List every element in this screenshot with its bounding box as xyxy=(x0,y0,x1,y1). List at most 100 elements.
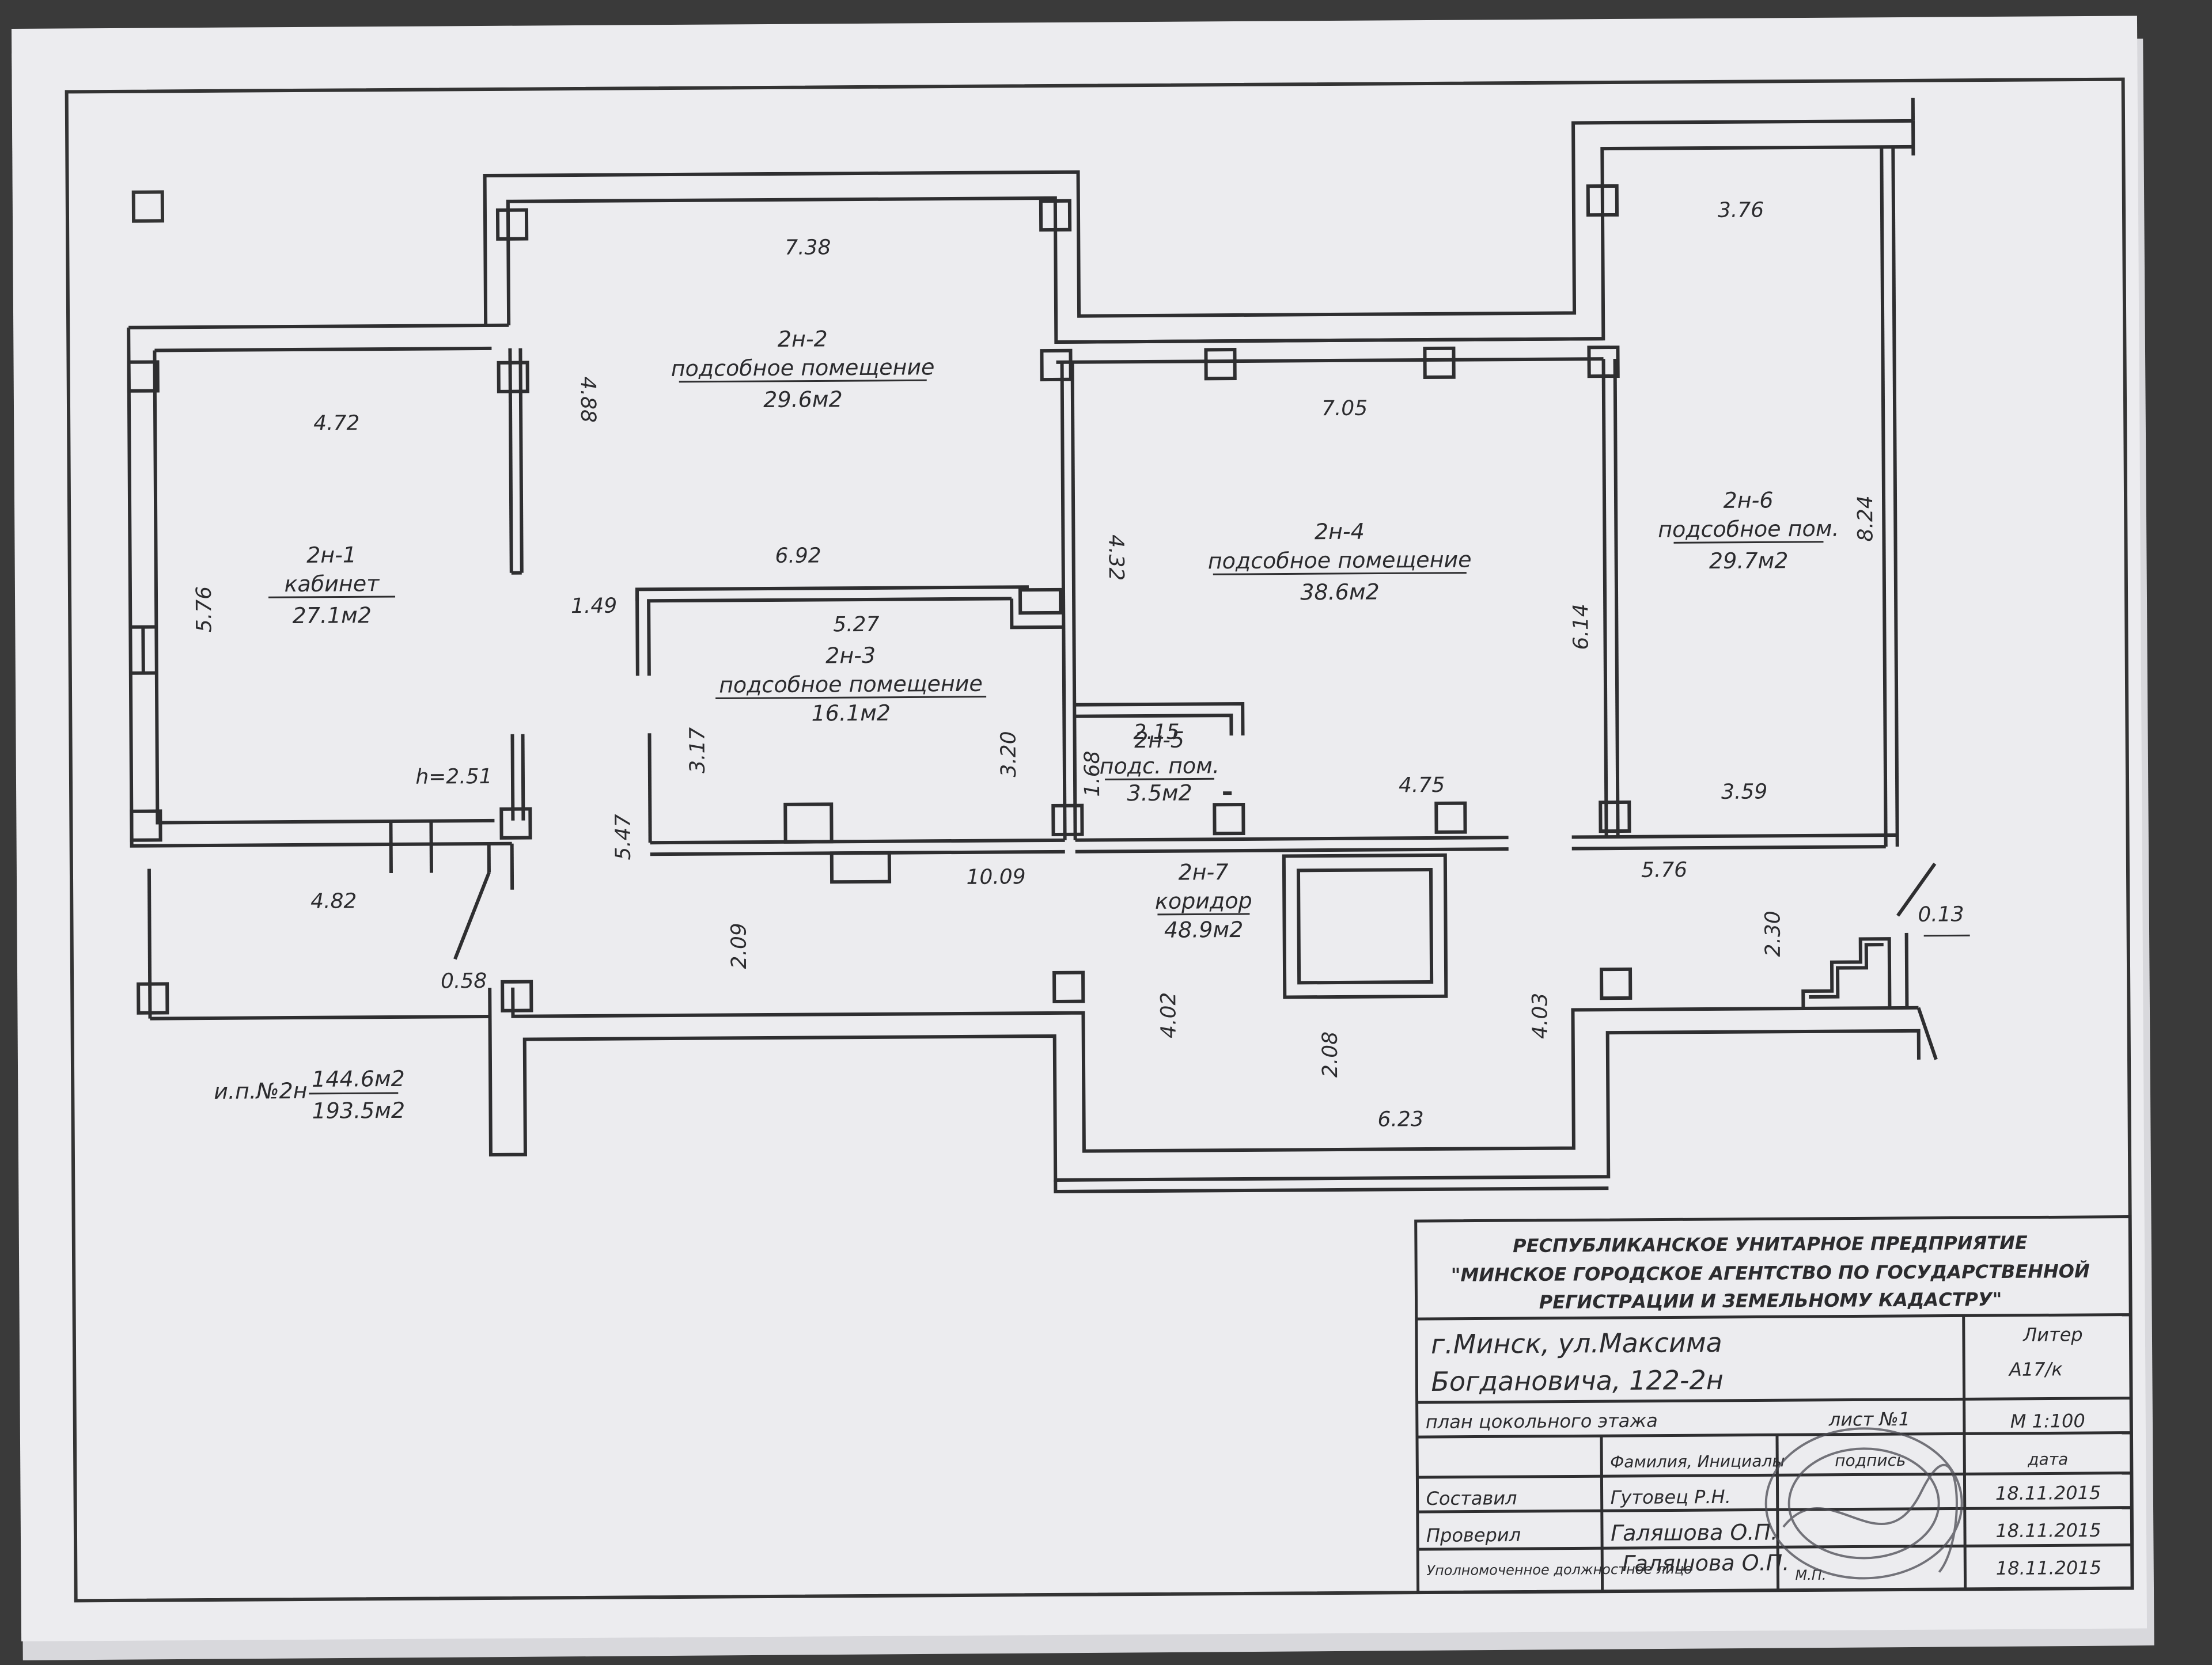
dim-label: 8.24 xyxy=(1854,495,1877,541)
column xyxy=(1423,346,1456,380)
columns xyxy=(127,184,1633,1015)
wall xyxy=(1056,337,1604,344)
row-1-role: Составил xyxy=(1426,1487,1517,1510)
dim-label: 0.13 xyxy=(1918,902,1964,926)
walls xyxy=(127,97,1938,1193)
duct xyxy=(830,851,892,884)
dim-label: 3.17 xyxy=(685,727,709,773)
org-line-1: РЕСПУБЛИКАНСКОЕ УНИТАРНОЕ ПРЕДПРИЯТИЕ xyxy=(1513,1232,2028,1257)
wall xyxy=(1916,1007,1938,1060)
room-5-area: 3.5м2 xyxy=(1127,780,1192,806)
title-block-frame xyxy=(1414,1215,2134,1594)
room-1-area: 27.1м2 xyxy=(292,602,372,628)
room-7-area: 48.9м2 xyxy=(1164,917,1244,943)
room-7-name: коридор xyxy=(1155,888,1252,914)
wall xyxy=(1601,359,1608,837)
liter-label: Литер xyxy=(2022,1323,2083,1346)
dim-label: 3.76 xyxy=(1718,198,1764,222)
org-line-3: РЕГИСТРАЦИИ И ЗЕМЕЛЬНОМУ КАДАСТРУ" xyxy=(1539,1288,2002,1313)
dim-label: 5.76 xyxy=(192,586,216,632)
address-line-2: Богдановича, 122-2н xyxy=(1431,1364,1724,1397)
scale: М 1:100 xyxy=(2010,1410,2085,1432)
dim-label: 4.75 xyxy=(1399,773,1445,797)
dim-label: 4.88 xyxy=(576,377,600,423)
column xyxy=(130,809,162,842)
dim-label: 4.02 xyxy=(1157,992,1180,1038)
dim-label: 7.38 xyxy=(785,236,831,259)
duct xyxy=(1018,587,1063,615)
liter-value: А17/к xyxy=(2008,1358,2063,1380)
column xyxy=(127,360,160,393)
dim-label: 5.76 xyxy=(1641,858,1687,882)
dim-label: h=2.51 xyxy=(415,765,492,789)
dim-label: 2.09 xyxy=(728,923,751,969)
dim-label: 6.14 xyxy=(1569,604,1593,650)
dim-label: 2.30 xyxy=(1761,911,1785,957)
room-2-area: 29.6м2 xyxy=(763,386,843,412)
room-5-name: подс. пом. xyxy=(1100,753,1220,779)
column xyxy=(1204,348,1237,381)
column xyxy=(1599,800,1631,833)
dim-label: 1.49 xyxy=(571,594,617,618)
sheet-label: лист №1 xyxy=(1828,1408,1911,1431)
room-2-name: подсобное помещение xyxy=(671,354,935,381)
dim-label: 6.92 xyxy=(775,544,821,567)
wall xyxy=(483,119,1914,325)
room-3-name: подсобное помещение xyxy=(719,671,983,698)
dim-label: 4.32 xyxy=(1104,534,1127,581)
column xyxy=(1587,345,1620,378)
dim-label: 5.27 xyxy=(833,613,880,636)
column xyxy=(1213,802,1245,836)
totals-area-2: 193.5м2 xyxy=(312,1098,405,1124)
room-1-id: 2н-1 xyxy=(306,542,357,568)
column xyxy=(1039,199,1072,232)
column xyxy=(1040,348,1073,382)
room-6-id: 2н-6 xyxy=(1723,487,1773,513)
room-7-id: 2н-7 xyxy=(1178,859,1228,885)
dim-label: 3.20 xyxy=(997,731,1020,777)
column xyxy=(1434,801,1467,834)
wall xyxy=(647,733,652,843)
room-4-name: подсобное помещение xyxy=(1208,547,1472,574)
wall xyxy=(1075,836,1509,842)
dim-label: 2.15 xyxy=(1133,720,1179,744)
row-2-name: Галяшова О.П. xyxy=(1611,1519,1778,1546)
wall xyxy=(518,348,524,573)
wall xyxy=(1010,598,1064,629)
wall xyxy=(147,868,152,1019)
room-4-area: 38.6м2 xyxy=(1300,579,1380,605)
room-6-name: подсобное пом. xyxy=(1658,516,1839,543)
wall xyxy=(488,987,1921,1182)
col-date-header: дата xyxy=(2027,1450,2068,1469)
wall xyxy=(128,323,509,329)
column xyxy=(1051,803,1084,836)
corner-marker xyxy=(131,190,165,223)
totals: и.п.№2н 144.6м2 193.5м2 xyxy=(214,1066,405,1124)
stamp-label: М.П. xyxy=(1795,1567,1826,1583)
org-line-2: "МИНСКОЕ ГОРОДСКОЕ АГЕНТСТВО ПО ГОСУДАРС… xyxy=(1451,1260,2090,1286)
row-1-name: Гутовец Р.Н. xyxy=(1611,1486,1731,1508)
room-4-id: 2н-4 xyxy=(1315,519,1365,545)
wall xyxy=(1571,833,1897,839)
dim-label: 0.58 xyxy=(441,969,487,993)
title-block-text: РЕСПУБЛИКАНСКОЕ УНИТАРНОЕ ПРЕДПРИЯТИЕ "М… xyxy=(1426,1232,2101,1583)
column xyxy=(1600,967,1633,1000)
wall xyxy=(1056,357,1604,364)
dim-label: 10.09 xyxy=(966,865,1025,889)
shaft xyxy=(1282,853,1448,999)
wall xyxy=(511,987,1919,1153)
row-2-role: Проверил xyxy=(1426,1524,1521,1546)
dim-label: 3.59 xyxy=(1721,780,1767,803)
row-2-date: 18.11.2015 xyxy=(1995,1519,2101,1542)
room-labels: 2н-1 кабинет 27.1м2 2н-2 подсобное помещ… xyxy=(284,326,1839,943)
row-1-date: 18.11.2015 xyxy=(1995,1482,2101,1504)
wall xyxy=(150,1014,490,1021)
column xyxy=(495,208,529,241)
row-3-date: 18.11.2015 xyxy=(1996,1557,2101,1579)
column xyxy=(1586,184,1619,217)
column xyxy=(497,361,529,393)
label-underlines xyxy=(268,379,1824,916)
wall xyxy=(1070,362,1077,840)
dim-label: 4.03 xyxy=(1528,993,1552,1039)
